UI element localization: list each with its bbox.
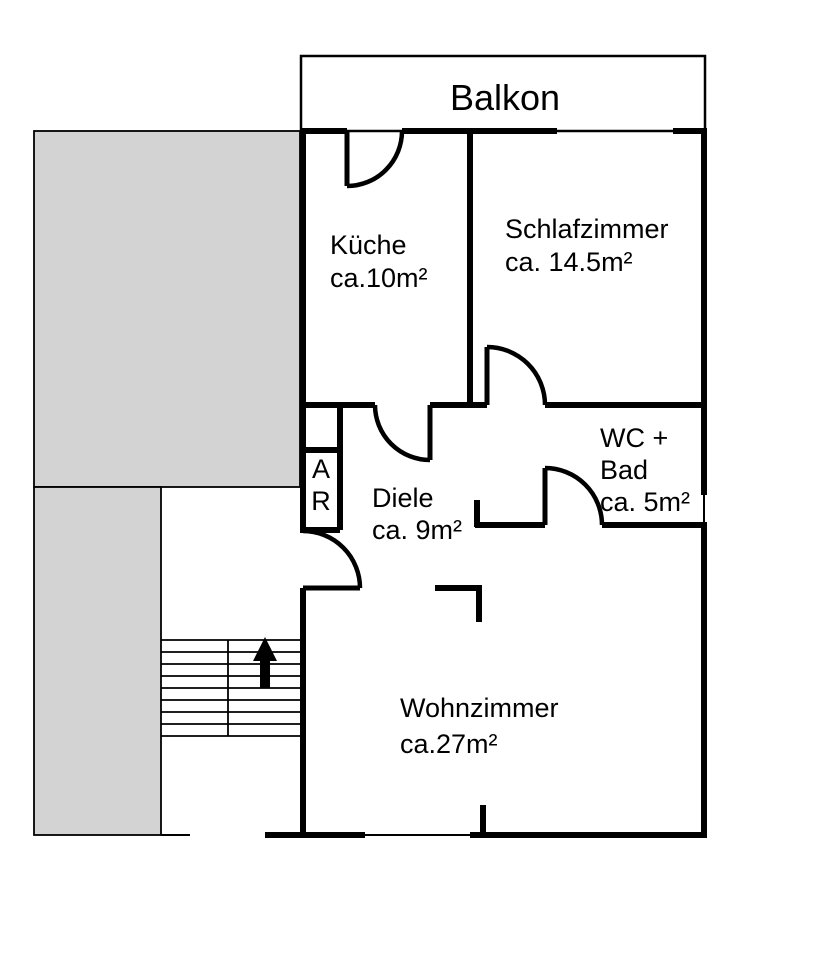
bath-label-line2: Bad [600,455,648,485]
hall-label: Diele [372,483,434,513]
neighbor-block-bottom [33,486,162,836]
living-room-label: Wohnzimmer [400,693,559,723]
staircase [161,639,300,737]
stairs-up-arrow-icon [253,637,277,688]
bath-label-line1: WC + [600,423,668,453]
interior-walls [300,128,707,622]
bath-area-label: ca. 5m² [600,487,690,517]
storage-label-line1: A [312,454,330,484]
bedroom-area-label: ca. 14.5m² [505,247,633,277]
window-lines [161,130,705,836]
balcony-label: Balkon [450,77,560,118]
hall-area-label: ca. 9m² [372,515,462,545]
kitchen-area-label: ca.10m² [330,263,428,293]
stair-treads [161,639,300,737]
kitchen-label: Küche [330,230,407,260]
outer-walls [265,128,707,838]
living-room-area-label: ca.27m² [400,729,498,759]
door-leaves [303,131,548,591]
bedroom-label: Schlafzimmer [505,214,669,244]
neighbor-block-top [33,130,301,488]
storage-label-line2: R [311,486,331,516]
door-swing-arcs [302,130,605,589]
